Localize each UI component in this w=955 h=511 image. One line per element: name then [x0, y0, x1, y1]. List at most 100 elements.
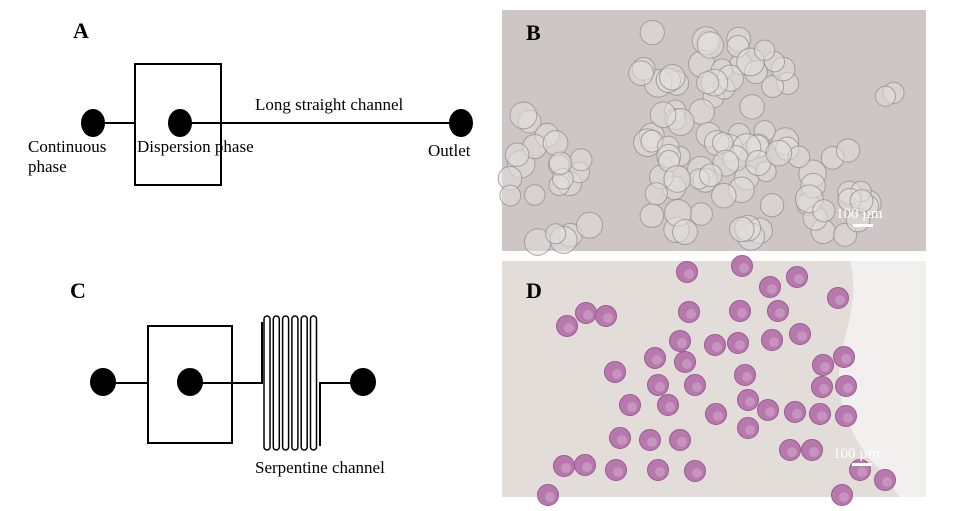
cell-center [835, 295, 845, 305]
stained-cell [676, 261, 698, 283]
cell-center [817, 411, 827, 421]
stained-cell [657, 394, 679, 416]
cell-center [809, 447, 819, 457]
stained-cell [639, 429, 661, 451]
cell [739, 94, 765, 120]
cell [639, 19, 665, 46]
dispersion-inlet-dot [168, 109, 192, 137]
stained-cell [789, 323, 811, 345]
cell-center [682, 359, 692, 369]
cell [812, 199, 836, 223]
stained-cell [784, 401, 806, 423]
panel-d-scale-bar [852, 463, 872, 466]
cell [696, 31, 725, 59]
cell-center [545, 492, 555, 502]
stained-cell [644, 347, 666, 369]
cell-center [603, 313, 613, 323]
stained-cell [731, 255, 753, 277]
cell [672, 219, 699, 246]
stained-cell [761, 329, 783, 351]
stained-cell [757, 399, 779, 421]
cell [548, 151, 573, 175]
serpentine-entry [195, 322, 263, 384]
cell-center [712, 342, 722, 352]
stained-cell [835, 375, 857, 397]
cell [569, 148, 593, 172]
cell [509, 101, 538, 130]
cell [639, 203, 665, 228]
cell [849, 189, 874, 213]
cell-center [769, 337, 779, 347]
serpentine-loop [291, 315, 299, 451]
cell [649, 101, 677, 129]
stained-cell [779, 439, 801, 461]
cell-center [677, 338, 687, 348]
cell [874, 85, 897, 107]
cell-center [713, 411, 723, 421]
cell-center [767, 284, 777, 294]
cell-center [765, 407, 775, 417]
panel-b-scale-bar [853, 224, 873, 227]
cell [835, 138, 861, 163]
stained-cell [647, 374, 669, 396]
stained-cell [767, 300, 789, 322]
stained-cell [595, 305, 617, 327]
cell [698, 163, 723, 188]
stained-cell [669, 429, 691, 451]
cell [504, 142, 530, 167]
continuous-inlet-dot [90, 368, 116, 396]
cell-center [882, 477, 892, 487]
panel-a-letter: A [73, 18, 89, 43]
continuous-inlet-dot [81, 109, 105, 137]
stained-cell [609, 427, 631, 449]
panel-a-diagram [81, 63, 473, 186]
cell [499, 184, 522, 207]
panel-d-letter: D [526, 278, 542, 303]
stained-cell [833, 346, 855, 368]
cell [765, 139, 793, 167]
cell-center [857, 467, 867, 477]
cell-center [735, 340, 745, 350]
cell [696, 71, 720, 95]
continuous-phase-label-1: Continuous [28, 137, 106, 156]
stained-cell [604, 361, 626, 383]
stained-cell [705, 403, 727, 425]
cell [644, 182, 668, 206]
outlet-dot [350, 368, 376, 396]
serpentine-channel [263, 315, 318, 451]
cell-center [775, 308, 785, 318]
cell-center [787, 447, 797, 457]
cell-center [627, 402, 637, 412]
stained-cell [812, 354, 834, 376]
cell-center [843, 383, 853, 393]
stained-cell [835, 405, 857, 427]
stained-cell [605, 459, 627, 481]
cell-center [652, 355, 662, 365]
panel-c-letter: C [70, 278, 86, 303]
stained-cell [619, 394, 641, 416]
cell-center [794, 274, 804, 284]
stained-cell [727, 332, 749, 354]
stained-cell [734, 364, 756, 386]
serpentine-loop [272, 315, 281, 451]
cell [576, 211, 604, 239]
serpentine-loop [263, 315, 271, 451]
cell-center [561, 463, 571, 473]
cell-center [745, 425, 755, 435]
panel-d-cells [537, 255, 896, 506]
continuous-phase-label-2: phase [28, 157, 67, 176]
cell-center [647, 437, 657, 447]
panel-b-letter: B [526, 20, 541, 45]
cell-center [692, 382, 702, 392]
stained-cell [729, 300, 751, 322]
cell [545, 223, 567, 245]
stained-cell [759, 276, 781, 298]
stained-cell [674, 351, 696, 373]
panel-d-scale-label: 100 µm [833, 446, 880, 462]
cell-center [665, 402, 675, 412]
stained-cell [874, 469, 896, 491]
cell-center [792, 409, 802, 419]
serpentine-channel-label: Serpentine channel [255, 458, 385, 477]
stained-cell [809, 403, 831, 425]
